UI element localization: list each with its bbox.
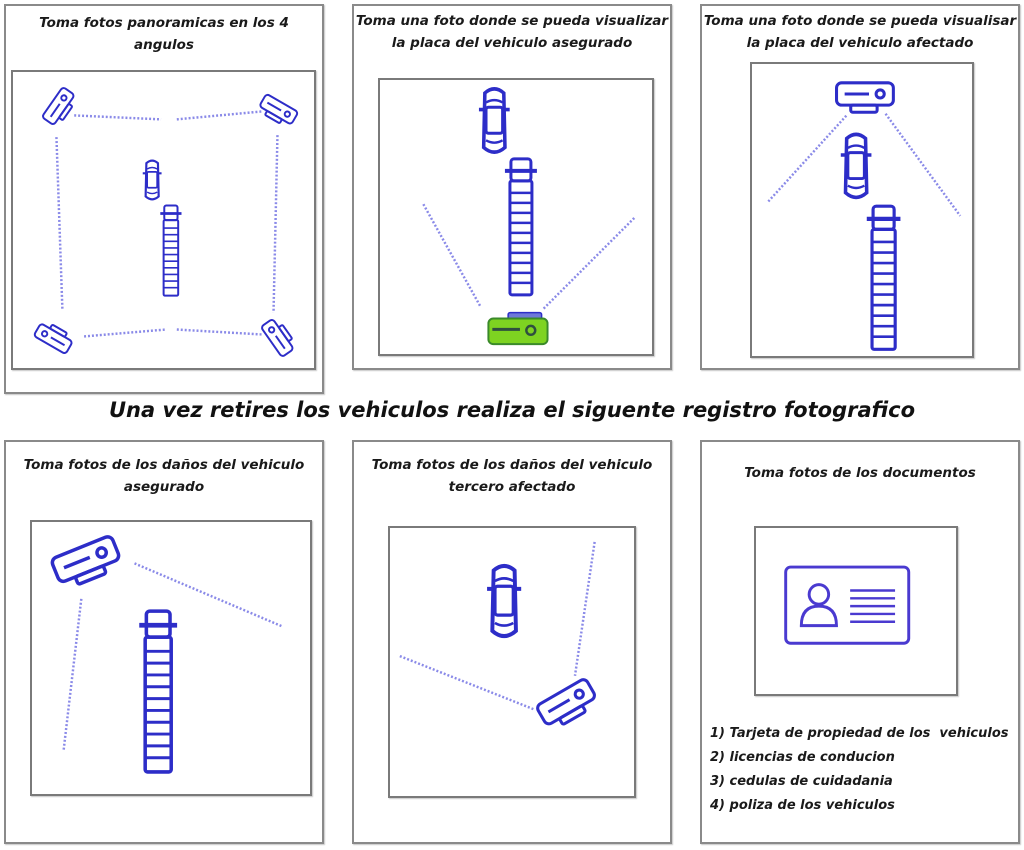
- title-line: la placa del vehiculo asegurado: [391, 35, 633, 51]
- car-icon: [477, 87, 512, 155]
- sight-lines: [62, 562, 283, 751]
- id-card-diagram: [784, 565, 911, 645]
- camera-icon: [259, 315, 299, 359]
- panel-documents: Toma fotos de los documentos 1) Tarjeta …: [700, 440, 1020, 844]
- insured-damage-diagram: [48, 533, 283, 794]
- diagram-frame: [30, 520, 312, 796]
- title-line: asegurado: [123, 479, 205, 495]
- car-icon: [141, 159, 163, 201]
- diagram-frame: [388, 526, 636, 798]
- sight-lines: [55, 110, 279, 338]
- diagram-frame: [754, 526, 958, 696]
- truck-icon: [505, 159, 537, 295]
- camera-icon: [40, 85, 80, 129]
- document-item: 3) cedulas de cuidadania: [710, 774, 893, 789]
- panel-title: Toma fotos de los documentos: [702, 462, 1018, 484]
- title-line: Toma fotos de los daños del vehiculo: [23, 457, 305, 473]
- title-line: la placa del vehiculo afectado: [746, 35, 974, 51]
- camera-icon: [534, 676, 602, 734]
- title-line: Toma fotos de los daños del vehiculo: [371, 457, 653, 473]
- camera-icon: [834, 81, 895, 114]
- title-line: Toma fotos panoramicas en los 4: [39, 15, 289, 31]
- panel-panoramic: Toma fotos panoramicas en los 4 angulos: [4, 4, 324, 394]
- sight-lines: [766, 113, 962, 217]
- title-line: Toma fotos de los documentos: [744, 465, 976, 481]
- truck-icon: [867, 206, 901, 349]
- panel-title: Toma una foto donde se pueda visualisar …: [702, 10, 1018, 54]
- camera-icon: [255, 92, 300, 130]
- title-line: Toma una foto donde se pueda visualizar: [355, 13, 669, 29]
- panel-title: Toma una foto donde se pueda visualizar …: [354, 10, 670, 54]
- panel-insured-damage: Toma fotos de los daños del vehiculo ase…: [4, 440, 324, 844]
- panoramic-diagram: [32, 85, 300, 359]
- diagram-frame: [11, 70, 316, 370]
- truck-icon: [158, 204, 184, 297]
- diagram-frame: [378, 78, 654, 356]
- section-title: Una vez retires los vehiculos realiza el…: [108, 398, 916, 422]
- diagram-frame: [750, 62, 974, 358]
- document-item: 4) poliza de los vehiculos: [710, 798, 895, 813]
- id-card-icon: [784, 565, 911, 645]
- insured-plate-diagram: [422, 87, 636, 346]
- title-line: Toma una foto donde se pueda visualisar: [703, 13, 1017, 29]
- sight-lines: [422, 203, 636, 310]
- document-item: 1) Tarjeta de propiedad de los vehiculos: [710, 726, 1009, 741]
- panel-title: Toma fotos de los daños del vehiculo ter…: [354, 454, 670, 498]
- panel-affected-plate: Toma una foto donde se pueda visualisar …: [700, 4, 1020, 370]
- documents-list: 1) Tarjeta de propiedad de los vehiculos…: [710, 722, 1009, 818]
- title-line: tercero afectado: [448, 479, 576, 495]
- car-icon: [487, 566, 521, 636]
- panel-title: Toma fotos panoramicas en los 4 angulos: [6, 12, 322, 56]
- panel-third-party-damage: Toma fotos de los daños del vehiculo ter…: [352, 440, 672, 844]
- car-icon: [838, 132, 874, 200]
- third-party-damage-diagram: [399, 541, 602, 734]
- camera-icon: [32, 318, 77, 356]
- camera-icon: [48, 533, 126, 593]
- panel-title: Toma fotos de los daños del vehiculo ase…: [6, 454, 322, 498]
- truck-icon: [139, 611, 177, 772]
- affected-plate-diagram: [766, 81, 962, 356]
- sight-lines: [399, 541, 596, 711]
- panel-insured-plate: Toma una foto donde se pueda visualizar …: [352, 4, 672, 370]
- camera-icon-highlighted: [487, 311, 549, 346]
- title-line: angulos: [134, 37, 194, 53]
- document-item: 2) licencias de conducion: [710, 750, 895, 765]
